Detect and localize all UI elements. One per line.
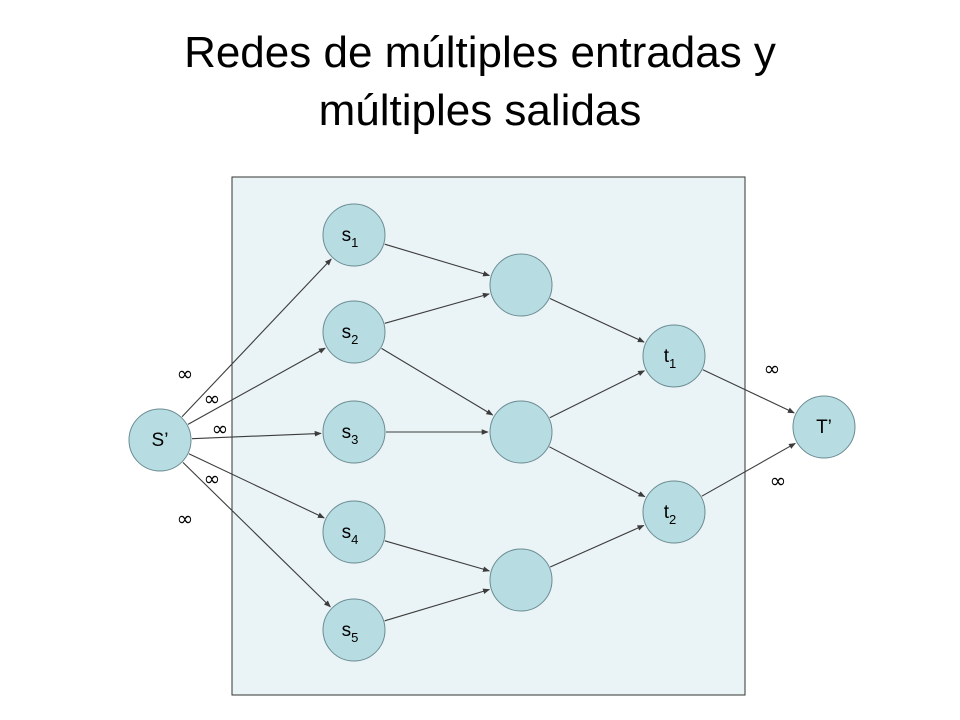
node-circle-s5 bbox=[322, 598, 386, 662]
node-T: T’ bbox=[792, 395, 856, 459]
title-line-2: múltiples salidas bbox=[318, 86, 642, 135]
capacity-label-S-s5: ∞ bbox=[177, 507, 194, 531]
network-panel bbox=[231, 176, 746, 696]
node-circle-s4 bbox=[322, 500, 386, 564]
edge-S-s3 bbox=[191, 430, 322, 440]
node-s2: s2 bbox=[322, 300, 386, 364]
slide-title: Redes de múltiples entradas y múltiples … bbox=[0, 24, 960, 140]
node-circle-s3 bbox=[322, 400, 386, 464]
capacity-label-t1-T: ∞ bbox=[764, 357, 781, 381]
node-m3 bbox=[489, 548, 553, 612]
edge-m2-t1 bbox=[549, 370, 646, 419]
node-s1: s1 bbox=[322, 203, 386, 267]
node-circle-m1 bbox=[489, 253, 553, 317]
node-s3: s3 bbox=[322, 400, 386, 464]
node-t2: t2 bbox=[642, 480, 706, 544]
title-line-1: Redes de múltiples entradas y bbox=[184, 28, 776, 77]
node-circle-s2 bbox=[322, 300, 386, 364]
edge-s5-m3 bbox=[384, 588, 491, 622]
edge-S-s5 bbox=[182, 462, 331, 608]
edge-S-s1 bbox=[181, 258, 332, 418]
edge-m2-t2 bbox=[549, 446, 646, 498]
capacity-label-S-s3: ∞ bbox=[212, 417, 229, 441]
edge-s2-m2 bbox=[381, 347, 494, 416]
capacity-label-t2-T: ∞ bbox=[770, 469, 787, 493]
node-s4: s4 bbox=[322, 500, 386, 564]
node-circle-t1 bbox=[642, 324, 706, 388]
capacity-labels-layer: ∞ ∞ ∞ ∞ ∞ ∞ ∞ bbox=[177, 357, 787, 531]
node-t1: t1 bbox=[642, 324, 706, 388]
node-m1 bbox=[489, 253, 553, 317]
node-circle-s1 bbox=[322, 203, 386, 267]
node-label-T: T’ bbox=[816, 417, 832, 438]
node-circle-T bbox=[792, 395, 856, 459]
edge-S-s2 bbox=[187, 347, 326, 425]
nodes-layer: S’ s1 s2 s3 s4 s5 t1 t2 T’ bbox=[128, 203, 856, 662]
edge-m3-t2 bbox=[549, 524, 645, 568]
capacity-label-S-s4: ∞ bbox=[204, 467, 221, 491]
capacity-label-S-s2: ∞ bbox=[204, 387, 221, 411]
node-label-S: S’ bbox=[152, 430, 169, 451]
edges-layer bbox=[181, 243, 796, 622]
edge-m1-t1 bbox=[549, 298, 645, 343]
node-S: S’ bbox=[128, 408, 192, 472]
node-circle-m2 bbox=[489, 400, 553, 464]
edge-t1-T bbox=[702, 369, 795, 414]
node-circle-m3 bbox=[489, 548, 553, 612]
edge-s2-m1 bbox=[384, 292, 490, 324]
capacity-label-S-s1: ∞ bbox=[177, 362, 194, 386]
edge-S-s4 bbox=[188, 453, 325, 519]
edge-s4-m3 bbox=[384, 540, 490, 572]
edge-s1-m1 bbox=[384, 243, 491, 277]
node-s5: s5 bbox=[322, 598, 386, 662]
node-m2 bbox=[489, 400, 553, 464]
edge-t2-T bbox=[701, 442, 796, 497]
node-circle-S bbox=[128, 408, 192, 472]
node-circle-t2 bbox=[642, 480, 706, 544]
